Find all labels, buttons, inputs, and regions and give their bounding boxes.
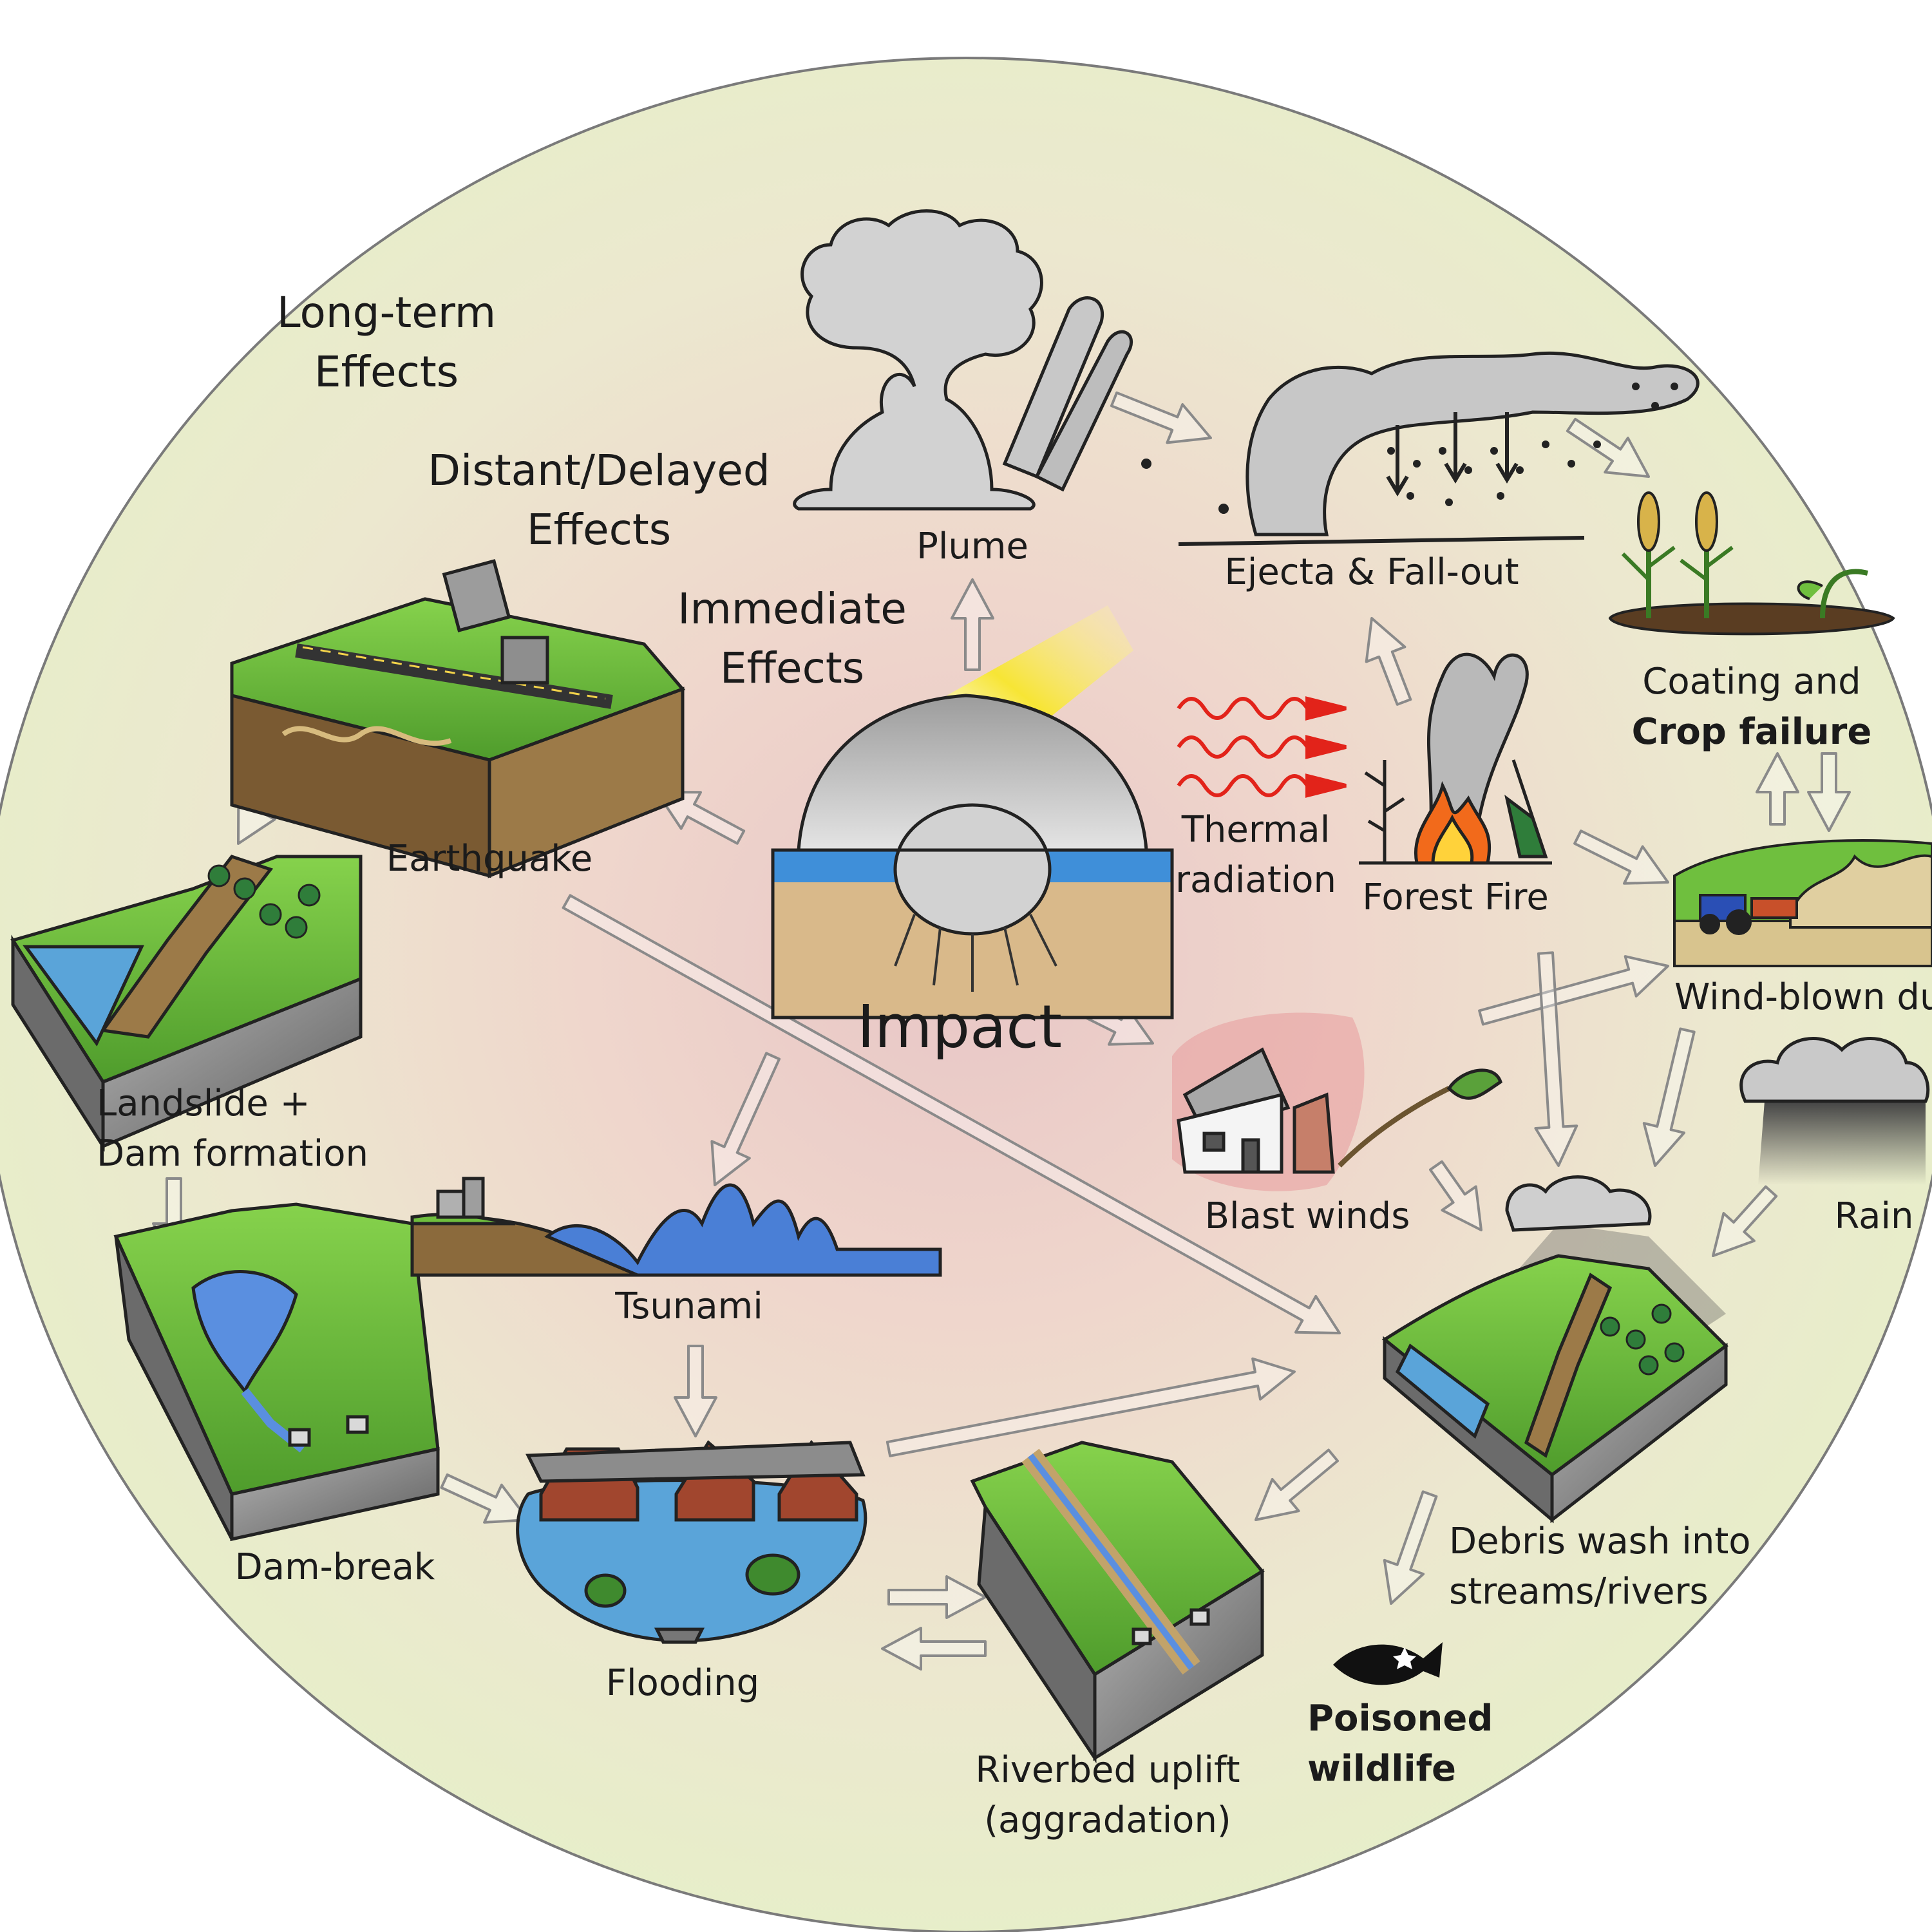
fish-icon <box>1333 1642 1443 1685</box>
arrow-impact-to-tsunami <box>710 1052 781 1186</box>
earthquake-label: Earthquake <box>386 838 593 880</box>
wind-blown-dust-illustration <box>1673 839 1932 967</box>
wind-blown-dust-label: Wind-blown dust <box>1674 976 1932 1018</box>
impact-label: Impact <box>857 992 1063 1061</box>
arrow-debris-to-riverbed <box>1255 1448 1339 1521</box>
arrow-flooding-to-debris <box>886 1357 1296 1457</box>
arrow-blast-to-dust <box>1478 955 1669 1026</box>
fallout-particles <box>1141 383 1678 514</box>
forest-fire-illustration <box>1359 652 1552 865</box>
arrow-flooding-to-riverbed <box>887 1575 987 1619</box>
tsunami-label: Tsunami <box>615 1285 763 1327</box>
ring-label-distant-delayed: Distant/Delayed Effects <box>428 446 770 554</box>
thermal-radiation-label: Thermal radiation <box>1175 809 1337 901</box>
impact-crater-illustration <box>771 605 1174 1019</box>
flooding-illustration <box>516 1439 867 1644</box>
arrow-earthquake-to-debris <box>562 894 1341 1334</box>
flooding-label: Flooding <box>605 1662 760 1704</box>
plume-label: Plume <box>916 526 1028 567</box>
ejecta-illustration <box>1141 351 1700 546</box>
blast-winds-label: Blast winds <box>1204 1195 1410 1237</box>
ejecta-label: Ejecta & Fall-out <box>1224 551 1519 593</box>
plume-illustration <box>793 209 1133 511</box>
arrow-fire-to-ejecta <box>1365 617 1412 706</box>
arrow-riverbed-to-flooding <box>881 1627 987 1671</box>
arrow-debris-to-wildlife <box>1383 1490 1438 1605</box>
landslide-illustration <box>10 855 363 1152</box>
crop-failure-label: Crop failure <box>1631 711 1872 753</box>
dam-break-label: Dam-break <box>234 1546 435 1588</box>
landslide-label: Landslide + Dam formation <box>97 1083 368 1175</box>
arrow-crop-down <box>1807 752 1851 832</box>
rain-illustration <box>1739 1037 1930 1185</box>
arrow-plume-to-impact-up <box>951 578 994 671</box>
arrow-dust-to-debris <box>1642 1027 1696 1167</box>
arrow-ejecta-to-crops <box>1566 417 1650 478</box>
debris-wash-illustration <box>1381 1175 1728 1524</box>
arrow-plume-to-ejecta <box>1110 391 1212 444</box>
arrow-rain-to-debris <box>1712 1185 1778 1257</box>
arrow-blast-to-debris <box>1429 1160 1482 1231</box>
riverbed-uplift-label: Riverbed uplift (aggradation) <box>975 1749 1240 1841</box>
thermal-radiation-illustration <box>1177 696 1347 798</box>
rain-label: Rain <box>1834 1195 1914 1237</box>
dam-break-illustration <box>113 1202 440 1542</box>
ring-label-immediate: Immediate Effects <box>677 584 907 693</box>
arrow-fire-to-debris-a <box>1534 951 1578 1167</box>
crop-failure-illustration <box>1608 491 1895 636</box>
poisoned-wildlife-label: Poisoned wildlife <box>1307 1698 1493 1790</box>
forest-fire-label: Forest Fire <box>1362 876 1549 918</box>
earthquake-illustration <box>230 559 686 878</box>
arrow-impact-to-earthquake <box>656 791 746 845</box>
arrow-dambreak-to-flooding <box>440 1473 529 1524</box>
coating-label: Coating and <box>1642 661 1861 703</box>
arrow-crop-up <box>1756 752 1799 826</box>
riverbed-uplift-illustration <box>970 1441 1265 1764</box>
blast-winds-illustration <box>1172 1012 1502 1191</box>
arrow-tsunami-to-flooding <box>674 1345 717 1437</box>
arrow-fire-to-dust <box>1573 829 1669 885</box>
ring-label-long-term: Long-term Effects <box>276 288 497 397</box>
tsunami-illustration <box>410 1177 942 1277</box>
debris-wash-label: Debris wash into streams/rivers <box>1449 1520 1751 1613</box>
